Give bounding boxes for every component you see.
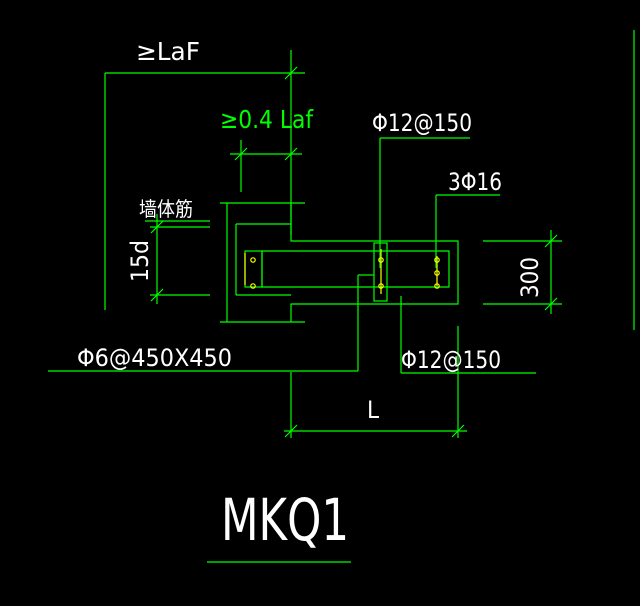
rebar-dot bbox=[434, 257, 440, 263]
wall-bar-label: 墙体筋 bbox=[139, 197, 193, 221]
rebar-dot bbox=[250, 257, 256, 263]
span-l-label: L bbox=[367, 396, 379, 424]
inner-rebar-cage bbox=[261, 250, 450, 288]
beam-outer-top bbox=[290, 203, 459, 322]
drawing-lines bbox=[48, 30, 635, 563]
laf-tick bbox=[284, 66, 298, 80]
d15-label: 15d bbox=[126, 240, 154, 282]
d15-tick-top bbox=[150, 220, 164, 234]
rebar-dot bbox=[378, 257, 384, 263]
bar-bottom-label: Φ12@150 bbox=[401, 346, 501, 374]
drawing-title: MKQ1 bbox=[221, 486, 349, 554]
stirrup-label: Φ6@450X450 bbox=[77, 344, 232, 372]
bar3-label: 3Φ16 bbox=[448, 168, 502, 196]
rebar-dot bbox=[434, 283, 440, 289]
h300-label: 300 bbox=[516, 257, 544, 298]
rebar-dots bbox=[250, 257, 440, 289]
laf04-tick-left bbox=[234, 147, 248, 161]
rebar-dot bbox=[250, 283, 256, 289]
bar-top-label: Φ12@150 bbox=[372, 109, 472, 137]
l-tick-left bbox=[284, 424, 298, 438]
rebar-dot bbox=[378, 283, 384, 289]
h300-tick-top bbox=[544, 234, 558, 248]
l-tick-right bbox=[451, 424, 465, 438]
d15-tick-bottom bbox=[150, 288, 164, 302]
laf04-tick-right bbox=[284, 147, 298, 161]
rebar-dot bbox=[434, 270, 440, 276]
laf-label: ≥LaF bbox=[136, 37, 200, 66]
h300-tick-bottom bbox=[544, 297, 558, 311]
laf04-label: ≥0.4 Laf bbox=[220, 105, 314, 134]
hairpin-bar bbox=[244, 250, 263, 288]
